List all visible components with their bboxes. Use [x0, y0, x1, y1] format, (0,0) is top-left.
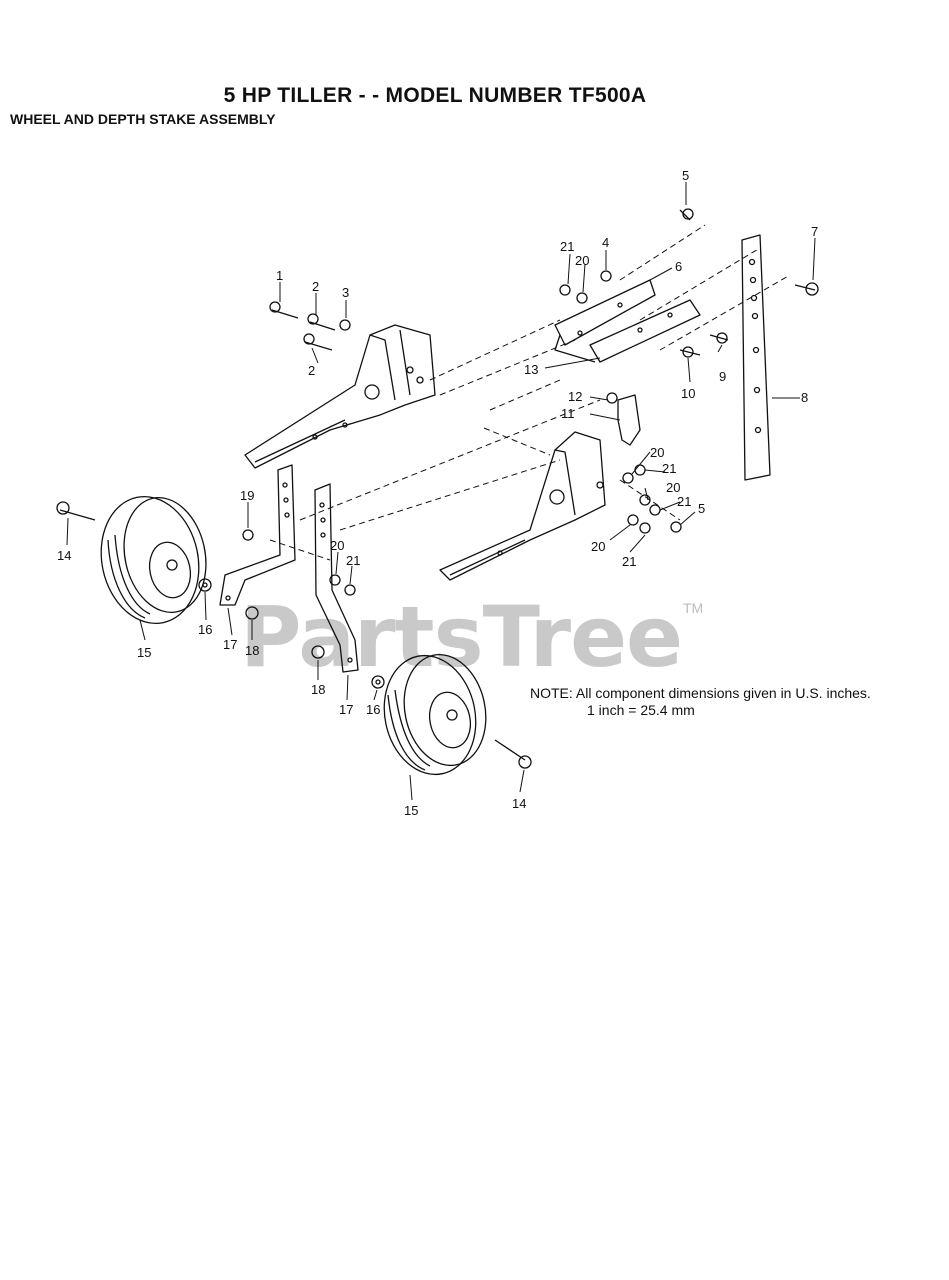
- callout-5: 5: [698, 501, 705, 516]
- callout-20: 20: [575, 253, 589, 268]
- hardware: [56, 208, 819, 769]
- callout-20: 20: [650, 445, 664, 460]
- callout-20: 20: [666, 480, 680, 495]
- callout-16: 16: [366, 702, 380, 717]
- callout-21: 21: [346, 553, 360, 568]
- wheel-left: [100, 495, 207, 625]
- callout-10: 10: [681, 386, 695, 401]
- callout-2: 2: [312, 279, 319, 294]
- callout-20: 20: [591, 539, 605, 554]
- callout-21: 21: [560, 239, 574, 254]
- callout-4: 4: [602, 235, 609, 250]
- callout-15: 15: [137, 645, 151, 660]
- assembly-lines: [269, 224, 791, 561]
- right-axle-bracket: [439, 431, 606, 581]
- callout-3: 3: [342, 285, 349, 300]
- callout-14: 14: [512, 796, 526, 811]
- units-note: NOTE: All component dimensions given in …: [530, 685, 871, 719]
- callout-18: 18: [245, 643, 259, 658]
- callout-21: 21: [677, 494, 691, 509]
- callout-8: 8: [801, 390, 808, 405]
- callout-5: 5: [682, 168, 689, 183]
- callout-14: 14: [57, 548, 71, 563]
- callout-20: 20: [330, 538, 344, 553]
- callout-11: 11: [561, 406, 575, 421]
- callout-12: 12: [568, 389, 582, 404]
- callout-21: 21: [662, 461, 676, 476]
- watermark-trademark: TM: [683, 600, 704, 616]
- leader-lines: [66, 182, 816, 801]
- left-axle-bracket: [244, 324, 436, 469]
- callout-19: 19: [240, 488, 254, 503]
- callout-1: 1: [276, 268, 283, 283]
- callout-9: 9: [719, 369, 726, 384]
- callout-17: 17: [223, 637, 237, 652]
- callout-2: 2: [308, 363, 315, 378]
- wheel-right: [383, 653, 487, 776]
- callout-6: 6: [675, 259, 682, 274]
- callout-17: 17: [339, 702, 353, 717]
- wheel-bracket-right: [314, 483, 359, 673]
- units-note-line2: 1 inch = 25.4 mm: [587, 702, 695, 718]
- watermark-text: PartsTree: [240, 588, 683, 686]
- callout-18: 18: [311, 682, 325, 697]
- page-subtitle: WHEEL AND DEPTH STAKE ASSEMBLY: [10, 111, 276, 127]
- callout-21: 21: [622, 554, 636, 569]
- callout-15: 15: [404, 803, 418, 818]
- callout-numbers: 1 2 2 3 4 5 5 6 7 8 9 10 11 12 13 14 14 …: [57, 168, 818, 818]
- depth-stake: [741, 234, 771, 481]
- callout-16: 16: [198, 622, 212, 637]
- depth-lever: [617, 394, 641, 446]
- units-note-line1: NOTE: All component dimensions given in …: [530, 685, 871, 701]
- wheel-bracket-left: [219, 464, 296, 606]
- depth-stake-bracket: [554, 279, 701, 363]
- page-title: 5 HP TILLER - - MODEL NUMBER TF500A: [223, 84, 647, 107]
- callout-7: 7: [811, 224, 818, 239]
- callout-13: 13: [524, 362, 538, 377]
